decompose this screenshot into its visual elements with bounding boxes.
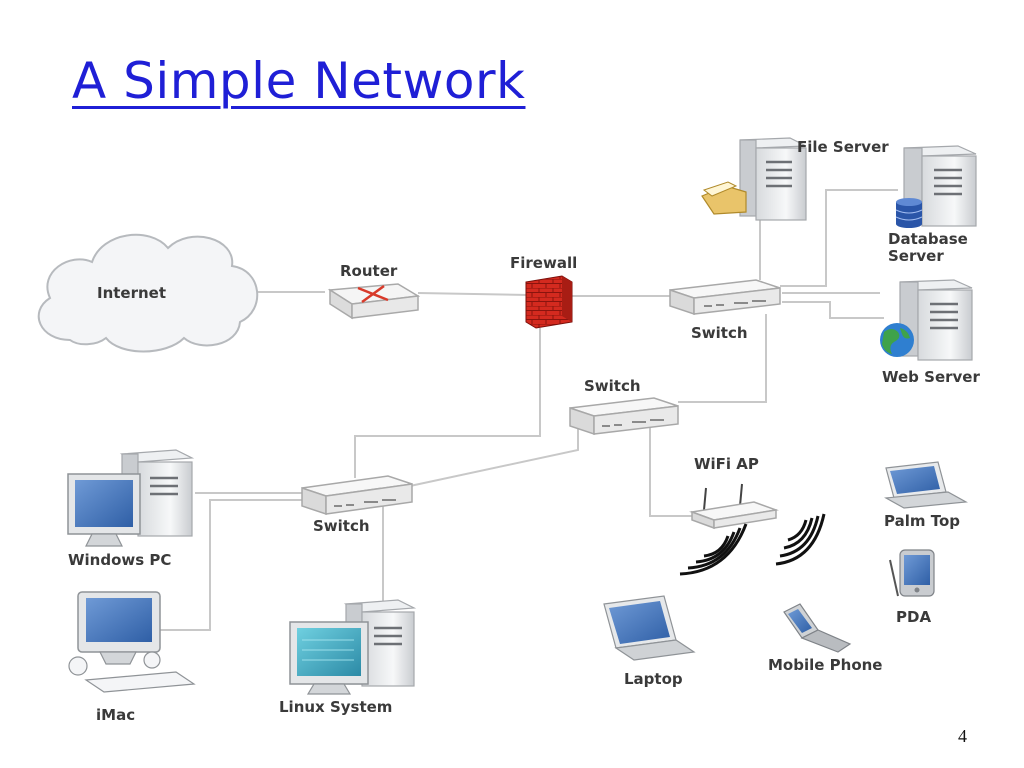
page-title: A Simple Network <box>72 52 526 110</box>
database-server-icon: Database Server <box>888 145 977 265</box>
linux-system-label: Linux System <box>279 698 392 716</box>
palm-top-icon: Palm Top <box>884 461 968 530</box>
laptop-label: Laptop <box>624 670 683 688</box>
palm-top-label: Palm Top <box>884 512 960 530</box>
wifi-signal-left-icon <box>679 523 748 576</box>
switch-main-label: Switch <box>691 324 748 342</box>
database-server-label-line1: Database <box>888 230 968 248</box>
database-icon <box>895 198 923 228</box>
switch-mid-icon: Switch <box>569 377 679 436</box>
internet-label: Internet <box>97 284 166 302</box>
file-server-label: File Server <box>797 138 889 156</box>
windows-pc-label: Windows PC <box>68 551 171 569</box>
windows-pc-icon: Windows PC <box>67 449 195 569</box>
firewall-icon: Firewall <box>510 254 577 329</box>
router-icon: Router <box>327 262 421 320</box>
database-server-label-line2: Server <box>888 247 944 265</box>
linux-system-icon: Linux System <box>279 599 417 716</box>
imac-icon: iMac <box>68 591 196 724</box>
pda-label: PDA <box>896 608 931 626</box>
switch-left-icon: Switch <box>301 475 413 535</box>
globe-icon <box>880 323 914 357</box>
web-server-label: Web Server <box>882 368 980 386</box>
page-number: 4 <box>958 726 967 746</box>
network-links <box>160 189 898 631</box>
pda-icon: PDA <box>889 549 935 626</box>
imac-label: iMac <box>96 706 135 724</box>
web-server-icon: Web Server <box>880 279 980 386</box>
switch-mid-label: Switch <box>584 377 641 395</box>
internet-cloud-icon: Internet <box>37 233 259 353</box>
wifi-ap-label: WiFi AP <box>694 455 759 473</box>
laptop-icon: Laptop <box>603 595 696 688</box>
switch-left-label: Switch <box>313 517 370 535</box>
switch-main-icon: Switch <box>669 279 781 342</box>
router-label: Router <box>340 262 398 280</box>
file-server-icon: File Server <box>701 137 889 221</box>
wifi-ap-icon: WiFi AP <box>679 455 826 576</box>
mobile-phone-label: Mobile Phone <box>768 656 882 674</box>
firewall-label: Firewall <box>510 254 577 272</box>
mobile-phone-icon: Mobile Phone <box>768 603 882 674</box>
wifi-signal-right-icon <box>775 513 826 566</box>
